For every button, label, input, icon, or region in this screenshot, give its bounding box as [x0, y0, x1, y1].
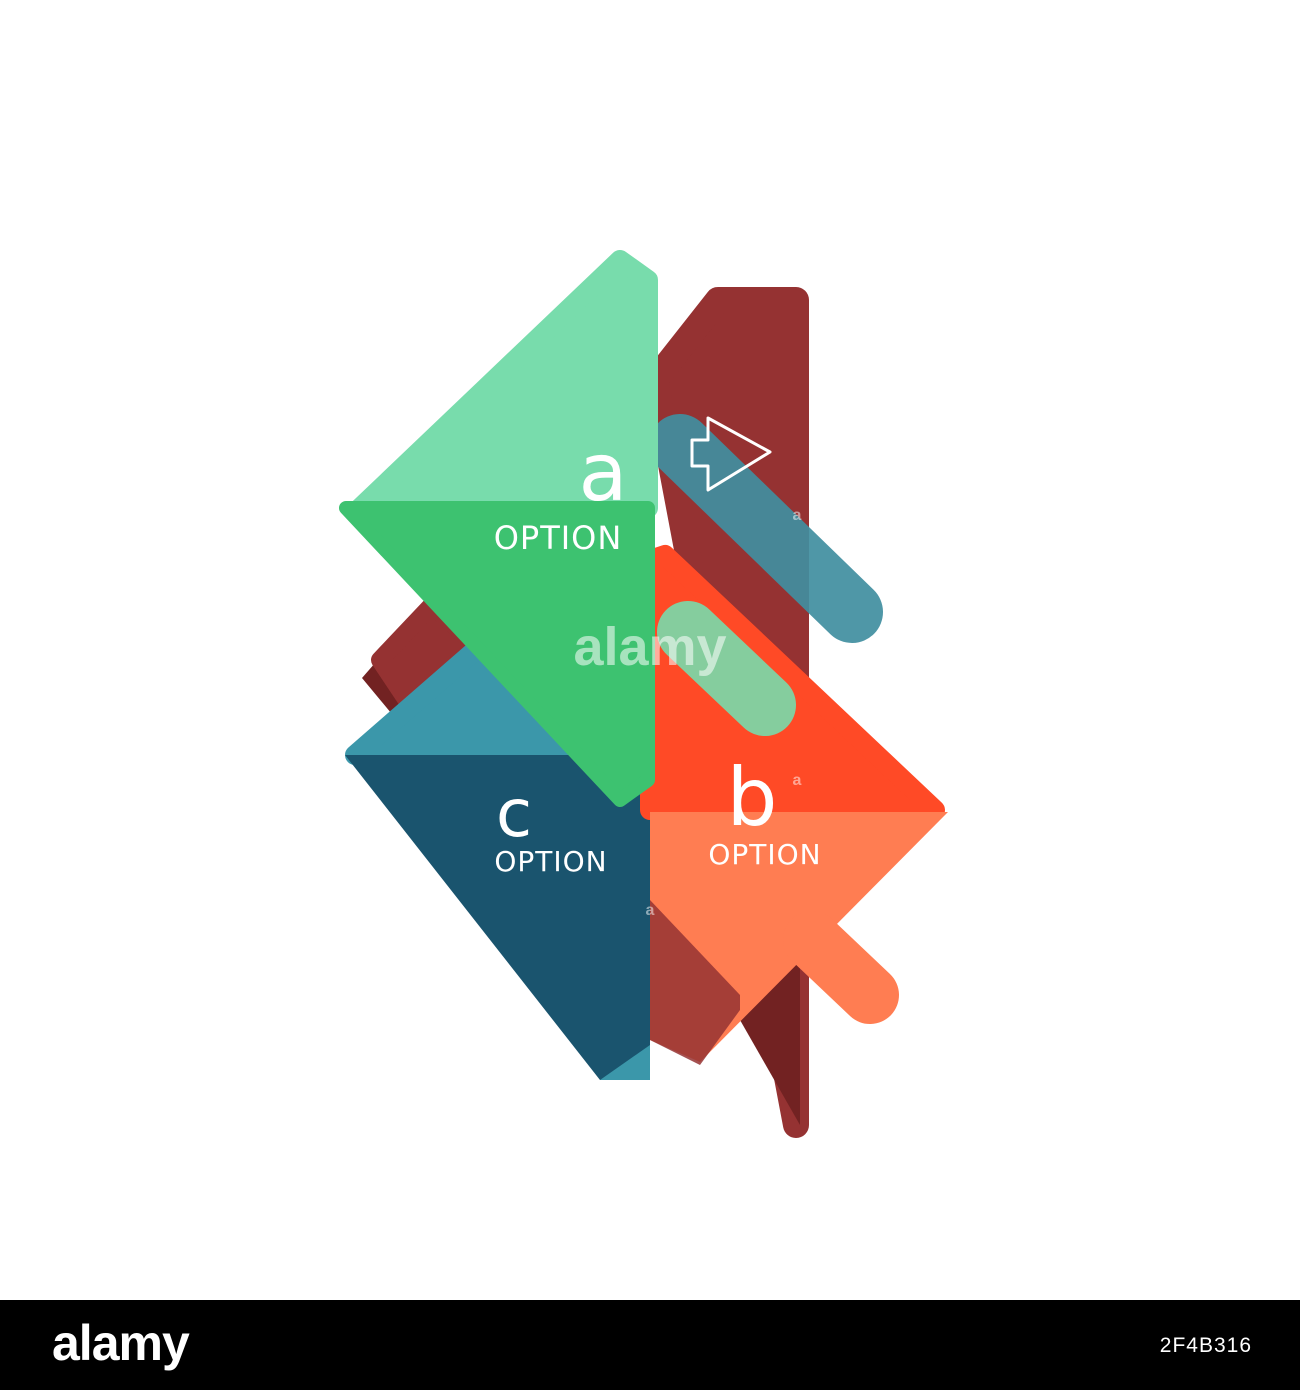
- option-c-letter: c: [496, 775, 532, 852]
- green-diagonal-bar: [657, 601, 796, 736]
- watermark-mark-2: a: [793, 772, 802, 789]
- watermark-mark-3: a: [646, 902, 655, 919]
- stock-footer-bar: alamy 2F4B316: [0, 1300, 1300, 1390]
- option-a-word: OPTION: [494, 519, 623, 557]
- option-b-shape: [640, 545, 948, 1065]
- maroon-bottom-tail: [740, 960, 800, 1125]
- option-b-word: OPTION: [708, 838, 821, 871]
- arrow-right-outline-icon: [690, 416, 772, 492]
- options-infographic: a OPTION b OPTION c OPTION alamy a a a: [339, 250, 948, 1138]
- alamy-watermark: alamy: [573, 617, 726, 677]
- maroon-overlay-b: [650, 900, 740, 1065]
- option-b-letter: b: [727, 751, 778, 844]
- option-a-shape: [339, 250, 658, 807]
- option-c-edge: [600, 1045, 650, 1080]
- option-a-letter: a: [578, 426, 627, 519]
- stock-image-id: 2F4B316: [1159, 1334, 1252, 1357]
- option-c-bottom: [345, 755, 650, 1080]
- watermark-mark-1: a: [793, 507, 802, 524]
- option-a-bottom: [339, 501, 655, 807]
- stock-logo: alamy: [52, 1315, 190, 1371]
- option-c-word: OPTION: [494, 845, 607, 878]
- coral-tail-bar: [783, 911, 899, 1024]
